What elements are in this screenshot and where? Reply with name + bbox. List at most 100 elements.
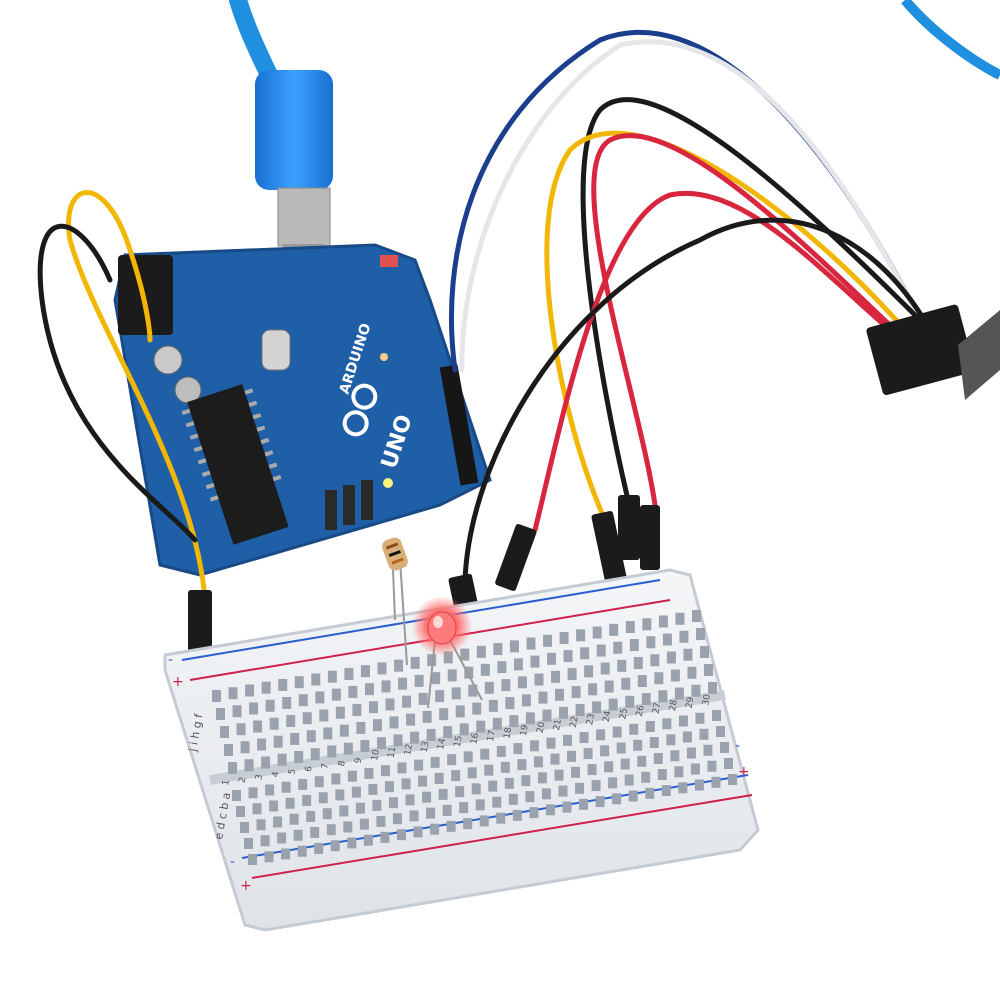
breadboard-hole [517,759,527,771]
breadboard-hole [293,829,303,841]
breadboard-hole [335,789,345,801]
breadboard-hole [359,818,369,830]
breadboard-hole [683,648,693,661]
breadboard-hole [700,646,709,658]
breadboard-hole [484,681,494,694]
column-number: 17 [486,729,498,742]
breadboard-hole [224,744,233,756]
wire-yellow-left [66,190,208,603]
breadboard-hole [600,662,610,675]
breadboard-hole [306,730,316,743]
rail-plus-top: + [172,674,184,690]
column-number: 16 [469,732,481,745]
breadboard-hole [351,786,361,798]
breadboard-hole [344,667,354,680]
breadboard-hole [463,818,473,830]
column-number: 15 [453,735,465,748]
breadboard-hole [232,790,241,801]
jumper-wires [37,29,933,603]
column-number: 28 [668,699,680,712]
breadboard-hole [298,694,308,707]
breadboard-hole [368,701,378,714]
breadboard-hole [476,720,486,733]
breadboard-hole [248,854,257,865]
breadboard-hole [244,759,254,772]
breadboard-hole [277,832,287,844]
breadboard-hole [567,750,577,762]
breadboard-hole [265,784,275,796]
column-number: 23 [585,713,597,726]
column-number: 7 [320,763,331,770]
breadboard-hole [479,815,489,827]
breadboard-hole [468,684,478,697]
breadboard-hole [670,669,680,682]
breadboard-hole [405,794,415,806]
breadboard-hole [496,745,506,757]
breadboard-hole [240,741,250,754]
breadboard-hole [443,651,453,664]
breadboard-hole [575,782,585,794]
breadboard-hole [261,756,271,769]
breadboard-hole [314,776,324,788]
breadboard-hole [559,706,569,719]
breadboard-hole [376,815,386,827]
breadboard-hole [686,747,696,759]
breadboard-hole [236,806,245,817]
breadboard-hole [360,739,370,752]
wire-black-led [462,217,933,583]
breadboard-hole [650,654,660,667]
breadboard-hole [384,781,394,793]
breadboard-hole [439,708,449,721]
breadboard-hole [347,837,357,849]
breadboard-hole [696,628,705,640]
breadboard-hole [567,668,577,681]
breadboard-hole [724,758,733,769]
breadboard-hole [558,785,568,797]
breadboard-hole [442,804,452,816]
breadboard-hole [645,721,655,733]
rail-plus-right: + [738,764,750,780]
breadboard-hole [579,798,589,810]
breadboard-hole [658,690,668,703]
usb-cable [229,0,1000,260]
breadboard-hole [434,772,444,784]
arduino-uno-board: ARDUINO UNO [113,243,492,577]
breadboard-hole [330,840,340,852]
breadboard-hole [273,816,283,828]
breadboard-hole [409,810,419,822]
breadboard-hole [476,645,486,658]
breadboard-hole [595,796,605,808]
breadboard-hole [712,710,721,721]
wire-connectors [188,304,1000,675]
breadboard-holes-bottom [232,710,737,865]
breadboard-hole [642,618,652,631]
breadboard-hole [711,776,721,788]
breadboard-hole [728,774,737,785]
breadboard-hole [443,726,453,739]
breadboard-hole [402,695,412,708]
breadboard-hole [418,692,428,705]
column-number: 4 [271,771,282,779]
breadboard-hole [339,805,349,817]
breadboard-hole [427,654,437,667]
breadboard-hole [720,742,729,753]
column-number: 1 [221,779,232,786]
breadboard-hole [608,698,618,711]
breadboard-hole [554,769,564,781]
breadboard-hole [687,666,697,679]
column-number: 3 [254,774,265,781]
breadboard-hole [637,675,647,688]
rail-plus-bottom: + [240,878,252,894]
breadboard-holes-top [212,610,717,774]
breadboard-hole [264,851,274,863]
breadboard-hole [380,765,390,777]
breadboard-hole [708,682,717,694]
breadboard-hole [480,663,490,676]
breadboard-hole [526,637,536,650]
breadboard-hole [426,728,436,741]
breadboard-hole [414,674,424,687]
rail-minus-top: - [168,652,173,668]
breadboard-hole [604,680,614,693]
breadboard-hole [249,702,259,715]
breadboard-hole [319,709,329,722]
